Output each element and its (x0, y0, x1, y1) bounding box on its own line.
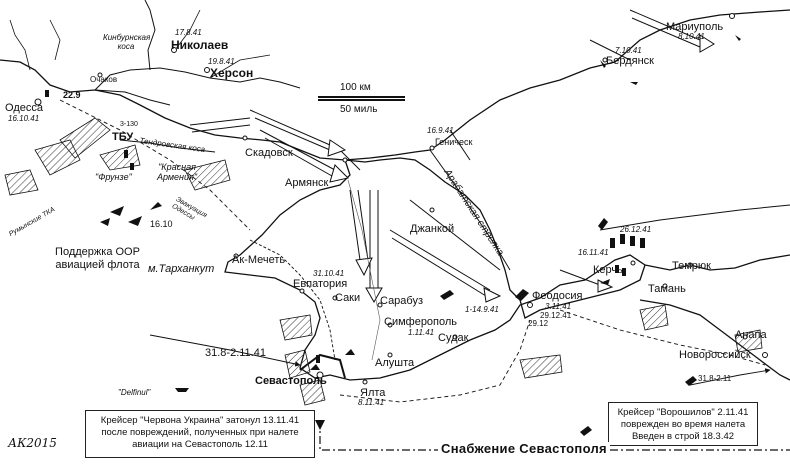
yalta-label: Ялта (360, 387, 386, 399)
city-dots (34, 13, 768, 385)
berdyansk-date: 7.10.41 (615, 46, 642, 55)
mariupol-label: Мариуполь (666, 21, 724, 33)
feodosiya-date-4: 1-14.9.41 (465, 305, 499, 314)
scale-km: 100 км (340, 82, 371, 93)
azov-east-coast (599, 204, 790, 231)
river-small-3 (209, 54, 271, 79)
anapa-label: Анапа (735, 329, 767, 341)
taman-label: Тамань (648, 283, 686, 295)
kherson-date: 19.8.41 (208, 57, 235, 66)
saki-label: Саки (335, 292, 361, 304)
mariupol-date: 8.10.41 (678, 32, 705, 41)
road-crimea (347, 179, 381, 361)
simferopol-date: 1.11.41 (408, 328, 435, 337)
north-coastline (0, 9, 790, 161)
supply-arrow (315, 420, 325, 430)
tarkhankut-label: м.Тарханкут (148, 263, 215, 275)
skadovsk-label: Скадовск (245, 147, 293, 159)
yalta-date: 8.11.41 (358, 398, 385, 407)
frunze-label: "Фрунзе" (95, 172, 132, 182)
ship-icons (175, 35, 741, 392)
sarabuz-label: Сарабуз (380, 295, 424, 307)
kinburn-label: Кинбурнская коса (103, 33, 151, 51)
odessa-label: Одесса (5, 102, 43, 114)
nikolaev-date: 17.8.41 (175, 28, 202, 37)
sevastopol-perimeter (299, 353, 346, 379)
route-novoross-west (689, 368, 771, 386)
river-small-1 (9, 19, 31, 71)
ochakov-label: Очаков (90, 75, 118, 84)
route-feodosiya (339, 319, 531, 403)
genichesk-date: 16.9.41 (427, 126, 454, 135)
route-novoross (559, 309, 766, 366)
nikolaev-label: Николаев (171, 38, 229, 52)
odessa-date: 16.10.41 (8, 114, 40, 123)
akmechet-label: Ак-Мечеть (232, 254, 286, 266)
crimea-coast (224, 157, 646, 381)
river-small-2 (49, 19, 61, 61)
delfinul-label: "Delfinul" (118, 388, 151, 397)
kherson-label: Херсон (210, 66, 254, 80)
arabat-spit (429, 149, 511, 271)
berdyansk-label: Бердянск (606, 55, 654, 67)
novoross-route-label: 31.8-2.11 (698, 374, 732, 383)
feodosiya-date-2: 29.12.41 (540, 311, 572, 320)
temryuk-label: Темрюк (672, 260, 711, 272)
evpatoriya-date: 31.10.41 (313, 269, 345, 278)
tbu-label: ТБУ (112, 131, 134, 143)
krasnaya-label: "Красная Армения" (156, 162, 198, 182)
kerch-date-b: 26.12.41 (620, 225, 652, 234)
aircraft-icons (100, 202, 697, 436)
taman-coast (644, 254, 790, 271)
river-dnieper (94, 67, 301, 91)
arrow-heads (327, 34, 715, 304)
route-odessa (59, 99, 251, 231)
evpatoriya-label: Евпатория (293, 278, 348, 290)
support-note: Поддержка ООР авиацией флота (55, 246, 140, 271)
scale-bar (318, 96, 405, 101)
note-chervona-ukraina: Крейсер "Червона Украина" затонул 13.11.… (85, 410, 315, 458)
tbu-code: 3-130 (120, 121, 138, 128)
feodosiya-date-3: 29.12 (528, 319, 549, 328)
supply-line (319, 420, 790, 451)
kerch-label: Керчь (593, 264, 623, 276)
novorossiysk-label: Новороссийск (679, 349, 751, 361)
odessa-22-label: 22.9 (63, 90, 81, 100)
kerch-date-a: 16.11.41 (578, 248, 609, 257)
river-bug (144, 0, 156, 71)
advance-arrows (189, 9, 701, 297)
feodosiya-label: Феодосия (532, 290, 583, 302)
frunze-time: 16.10 (150, 219, 173, 229)
tendra-spit (119, 139, 216, 153)
simferopol-label: Симферополь (384, 316, 458, 328)
scale-miles: 50 миль (340, 104, 378, 115)
feodosiya-date: 3.11.41 (545, 302, 572, 311)
alushta-label: Алушта (375, 357, 415, 369)
supply-label: Снабжение Севастополя (438, 442, 610, 455)
note-voroshilov: Крейсер "Ворошилов" 2.11.41 поврежден во… (608, 402, 758, 446)
dzhankoy-label: Джанкой (410, 223, 455, 235)
sudak-label: Судак (438, 332, 469, 344)
front-line-west (249, 239, 336, 361)
sevastopol-label: Севастополь (255, 375, 327, 387)
sev-route-label: 31.8-2.11.41 (205, 347, 266, 359)
bomb-markers (45, 90, 645, 363)
genichesk-label: Геническ (435, 137, 473, 147)
route-sevastopol-west (149, 334, 301, 367)
signature: АК2015 (8, 436, 57, 450)
caucasus-coast (639, 299, 790, 381)
armyansk-label: Армянск (285, 177, 329, 189)
river-ingul (174, 9, 201, 51)
kinburn-spit (94, 89, 171, 106)
